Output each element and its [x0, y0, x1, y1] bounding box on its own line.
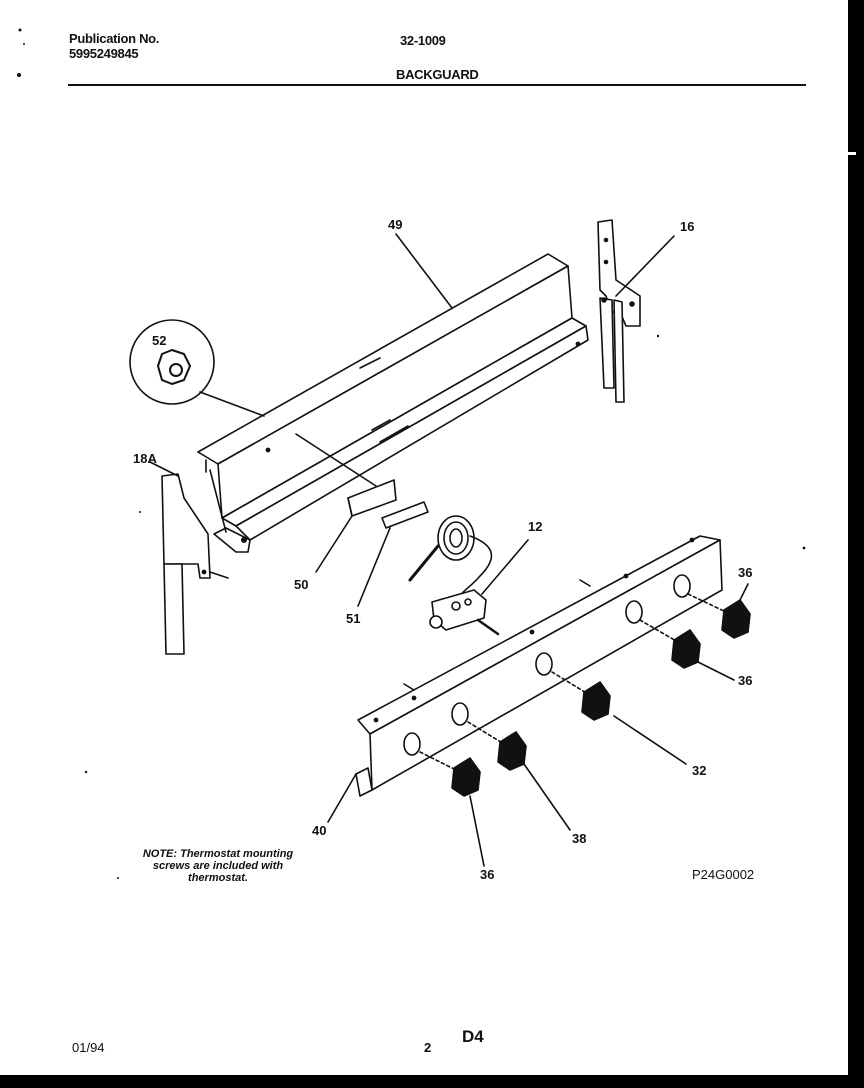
figure-code: P24G0002: [692, 867, 755, 882]
callout-50: 50: [294, 577, 309, 592]
callout-51: 51: [346, 611, 361, 626]
publication-number: 5995249845: [69, 46, 139, 61]
callout-18a: 18A: [133, 451, 157, 466]
callout-49: 49: [388, 217, 403, 232]
knob-leader-lines: [395, 233, 749, 867]
callout-52: 52: [152, 333, 167, 348]
end-bracket-part-18a: [149, 461, 229, 655]
callout-40: 40: [312, 823, 327, 838]
clip-part-50: [315, 479, 397, 573]
callout-38: 38: [572, 831, 587, 846]
control-panel-part-40: [327, 535, 723, 823]
footer-date: 01/94: [72, 1040, 105, 1055]
header-rule: [68, 84, 806, 86]
backguard-exploded-view: [17, 28, 806, 879]
callout-12: 12: [528, 519, 543, 534]
scan-specks: [17, 28, 806, 879]
thermostat-note: NOTE: Thermostat mounting screws are inc…: [142, 848, 294, 884]
callout-36-top: 36: [738, 565, 753, 580]
callout-16: 16: [680, 219, 695, 234]
end-bracket-part-16: [597, 219, 675, 403]
parts-diagram-sheet: Publication No. 5995249845 32-1009 BACKG…: [0, 0, 848, 1075]
nut-part-52: [129, 319, 265, 417]
footer-page-code: D4: [462, 1027, 484, 1046]
thermostat-part-12: [408, 515, 529, 636]
publication-label: Publication No.: [69, 31, 160, 46]
scan-edge-mark: [848, 152, 856, 155]
section-title: BACKGUARD: [396, 67, 479, 82]
doc-code: 32-1009: [400, 33, 446, 48]
control-knobs: [451, 599, 751, 797]
callout-36-bottom: 36: [480, 867, 495, 882]
label-plate-part-51: [357, 501, 429, 607]
backguard-trim-part-49: [197, 253, 589, 553]
callout-32: 32: [692, 763, 707, 778]
callout-36-right: 36: [738, 673, 753, 688]
footer-page-number: 2: [424, 1040, 432, 1055]
